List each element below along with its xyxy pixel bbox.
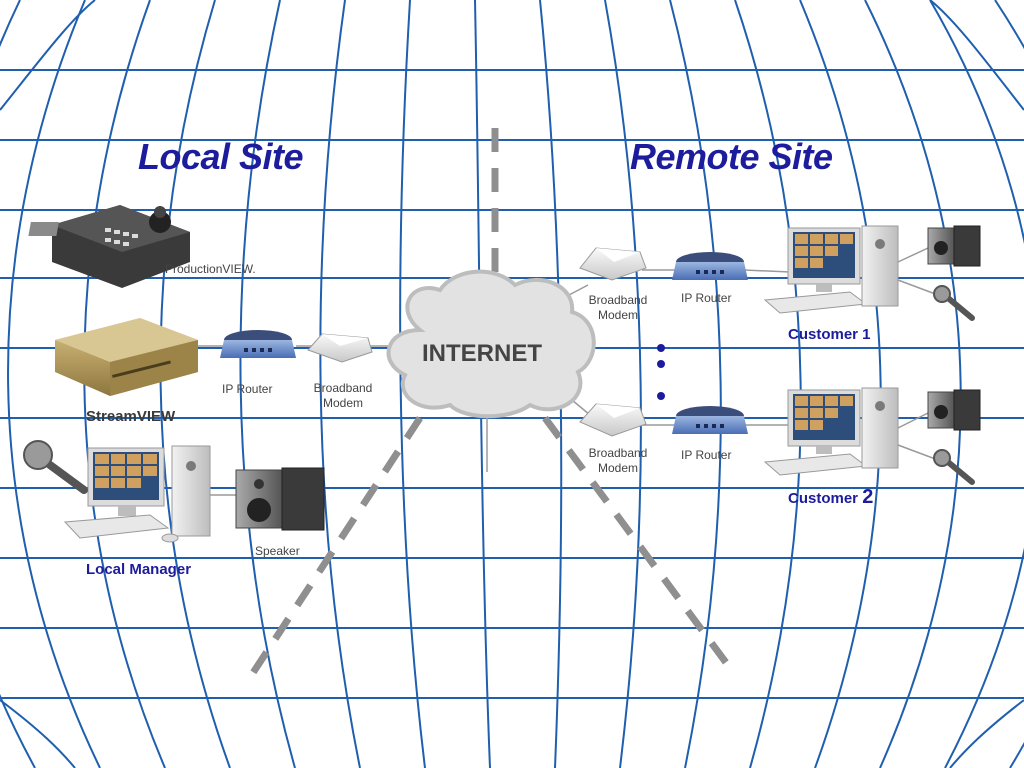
local-microphone-icon (23, 440, 88, 494)
local-site-title: Local Site (138, 136, 304, 177)
customer2-modem-icon (579, 403, 647, 437)
local-speaker-icon (235, 467, 325, 531)
remote-site-title: Remote Site (630, 136, 833, 177)
customer2-label: Customer 2 (788, 486, 873, 509)
customer2-label-text: Customer (788, 490, 863, 507)
customer2-label-number: 2 (862, 486, 874, 508)
internet-label: INTERNET (422, 340, 542, 367)
production-view-label: ProductionVIEW. (165, 262, 256, 276)
local-router-icon (220, 330, 296, 358)
customer1-modem-icon (579, 247, 647, 281)
dashed-separators (242, 128, 733, 687)
customer1-speaker-icon (927, 225, 981, 267)
customer1-router-label: IP Router (681, 291, 732, 305)
customer2-router-label: IP Router (681, 448, 732, 462)
local-modem-label: Broadband Modem (313, 381, 373, 410)
customer1-computer-icon (763, 225, 899, 314)
customer1-label: Customer 1 (788, 326, 871, 343)
customer2-speaker-icon (927, 389, 981, 431)
customer2-modem-label: Broadband Modem (588, 446, 648, 475)
customer2-router-icon (672, 406, 748, 434)
production-controller-icon (28, 205, 190, 288)
local-router-label: IP Router (222, 382, 273, 396)
speaker-label: Speaker (255, 544, 300, 558)
customer2-microphone-icon (933, 449, 975, 485)
internet-cloud (386, 269, 596, 419)
customer1-router-icon (672, 252, 748, 280)
ellipsis-dots (657, 344, 665, 400)
streamview-label: StreamVIEW (86, 408, 176, 425)
customer2-computer-icon (763, 387, 899, 476)
connection-lines (198, 247, 939, 496)
streamview-device-icon (55, 318, 198, 396)
local-manager-computer-icon (63, 445, 211, 543)
local-modem-icon (307, 333, 373, 363)
customer1-modem-label: Broadband Modem (588, 293, 648, 322)
local-manager-label: Local Manager (86, 561, 192, 578)
customer1-microphone-icon (933, 285, 975, 321)
